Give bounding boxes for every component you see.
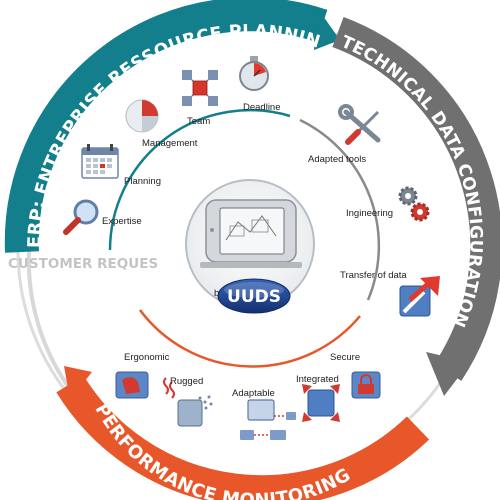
pie-chart-icon: [125, 99, 159, 133]
calendar-icon: [81, 144, 119, 179]
rugged-label: Rugged: [170, 376, 203, 387]
deadline-label: Deadline: [243, 102, 281, 113]
rugged-tablet-icon: [163, 377, 213, 427]
integrated-label: Integrated: [296, 374, 339, 385]
adapted-tools-label: Adapted tools: [308, 154, 366, 165]
erp-band: [4, 0, 328, 253]
inner-arc-orange: [138, 309, 361, 368]
customer-request-band: [26, 237, 74, 394]
team-cubes-icon: [182, 70, 218, 106]
management-label: Management: [142, 138, 198, 149]
technical-title: TECHNICAL DATA CONFIGURATION: [338, 32, 486, 330]
technical-arrow-head: [426, 352, 470, 396]
adaptable-label: Adaptable: [232, 388, 275, 399]
expertise-label: Expertise: [102, 216, 142, 227]
team-label: Team: [187, 116, 210, 127]
erp-arrow-head: [314, 6, 340, 50]
integrated-tablet-icon: [302, 384, 340, 422]
gears-icon: [398, 186, 430, 222]
engineering-label: Ingineering: [346, 208, 393, 219]
rugged-tablet-device-icon: [200, 199, 302, 268]
uuds-logo-text: UUDS: [227, 287, 281, 307]
stopwatch-icon: [239, 56, 269, 91]
lock-tablet-icon: [351, 371, 381, 399]
inner-arc-teal: [108, 108, 291, 251]
uuds-logo: UUDS: [217, 278, 291, 314]
secure-label: Secure: [330, 352, 360, 363]
wrench-screwdriver-icon: [338, 104, 381, 145]
planning-label: Planning: [124, 176, 161, 187]
devices-network-icon: [240, 399, 296, 440]
technical-band: [332, 17, 500, 381]
performance-band: [56, 375, 430, 500]
transfer-of-data-label: Transfer of data: [340, 270, 407, 281]
transfer-arrow-icon: [399, 276, 440, 317]
magnifier-icon: [63, 199, 99, 235]
tablet-hand-icon: [115, 371, 149, 399]
inner-arc-gray: [299, 118, 381, 301]
performance-arrow-head: [64, 366, 92, 400]
ergonomic-label: Ergonomic: [124, 352, 170, 363]
